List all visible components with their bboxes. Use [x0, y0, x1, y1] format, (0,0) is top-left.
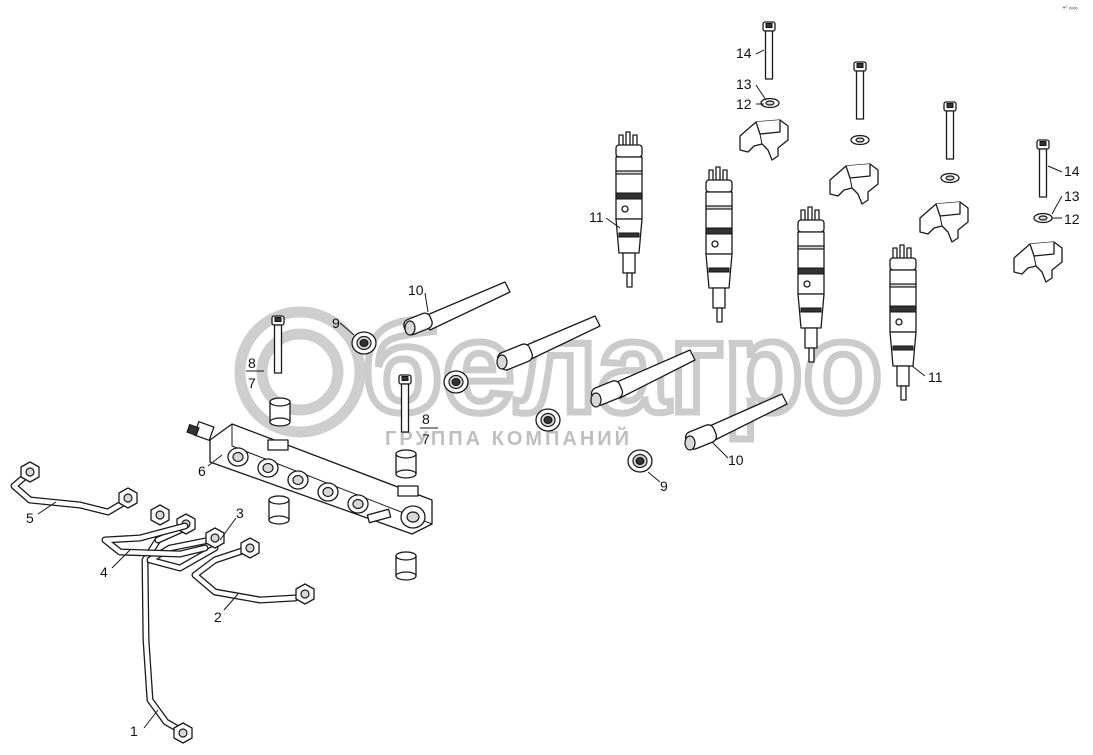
callout-14-right: 14 [1064, 163, 1080, 179]
clamp-bolt-14-c [943, 101, 957, 160]
callout-10-bottom: 10 [728, 452, 744, 468]
callout-13-left: 13 [736, 76, 752, 92]
fuel-line-1-nut-b [173, 722, 193, 744]
callout-2: 2 [214, 609, 222, 625]
injector-clamp-12-d [1013, 241, 1063, 283]
callout-9-bottom: 9 [660, 478, 668, 494]
callout-1: 1 [130, 723, 138, 739]
leader-lines [37, 49, 1063, 729]
clamp-bolt-14-d [1036, 139, 1050, 198]
callout-7-left: 7 [248, 375, 256, 391]
injector-11-d [889, 244, 917, 401]
watermark-ring-inner [256, 328, 344, 416]
callout-9-top: 9 [332, 315, 340, 331]
injector-11-a [615, 131, 643, 288]
clamp-bolt-14-b [853, 61, 867, 120]
bushing-9-a [351, 331, 377, 355]
fuel-line-2 [191, 537, 315, 605]
injector-clamp-12-a [739, 119, 789, 161]
callout-12-left: 12 [736, 96, 752, 112]
clamp-bolt-14-a [762, 21, 776, 80]
watermark-tagline: ГРУППА КОМПАНИЙ [385, 426, 632, 450]
callout-13-right: 13 [1064, 188, 1080, 204]
callout-11-right: 11 [928, 369, 943, 385]
fuel-line-2-nut-a [240, 537, 260, 559]
callout-12-right: 12 [1064, 211, 1080, 227]
callout-8-center: 8 [422, 411, 430, 427]
callout-5: 5 [26, 510, 34, 526]
fuel-line-4-nut [150, 504, 170, 526]
bushing-9-d [627, 449, 653, 473]
fuel-line-5-nut-a [20, 461, 40, 483]
callout-4: 4 [100, 564, 108, 580]
callout-8-left: 8 [248, 355, 256, 371]
fuel-line-2-nut-b [295, 583, 315, 605]
pressure-connector-10-mid [496, 315, 601, 371]
pressure-connector-10-low [590, 349, 696, 408]
fuel-line-5-nut-b [118, 487, 138, 509]
fuel-line-3 [146, 527, 225, 572]
callout-14-left: 14 [736, 45, 752, 61]
pressure-connector-10-bottom [684, 393, 788, 451]
clamp-washer-13-c [940, 172, 960, 184]
pressure-connector-10-top [403, 281, 511, 336]
common-rail [186, 421, 433, 535]
injector-clamp-12-b [829, 163, 879, 205]
callout-11-left: 11 [589, 209, 604, 225]
injector-clamp-12-c [919, 201, 969, 243]
rail-spacer-lower-right [395, 551, 417, 581]
rail-spacer-lower-left [268, 495, 290, 525]
callout-6: 6 [198, 463, 206, 479]
clamp-washer-13-b [850, 134, 870, 146]
callouts: 1 2 3 4 5 6 7 8 7 8 9 9 10 10 11 11 12 1… [26, 45, 1080, 739]
watermark-ring [234, 306, 366, 438]
callout-10-top: 10 [408, 282, 424, 298]
corner-mark: •° ∞∞ [1063, 6, 1078, 12]
rail-spacer-7-left [269, 397, 291, 427]
fuel-line-5 [10, 461, 138, 516]
callout-3: 3 [236, 505, 244, 521]
clamp-washer-13-d [1033, 212, 1053, 224]
callout-7-center: 7 [422, 431, 430, 447]
fuel-line-4 [101, 504, 209, 558]
bushing-9-b [443, 370, 469, 394]
bushing-9-c [535, 408, 561, 432]
clamp-washer-13-a [760, 97, 780, 109]
rail-spacer-7-center [395, 449, 417, 479]
